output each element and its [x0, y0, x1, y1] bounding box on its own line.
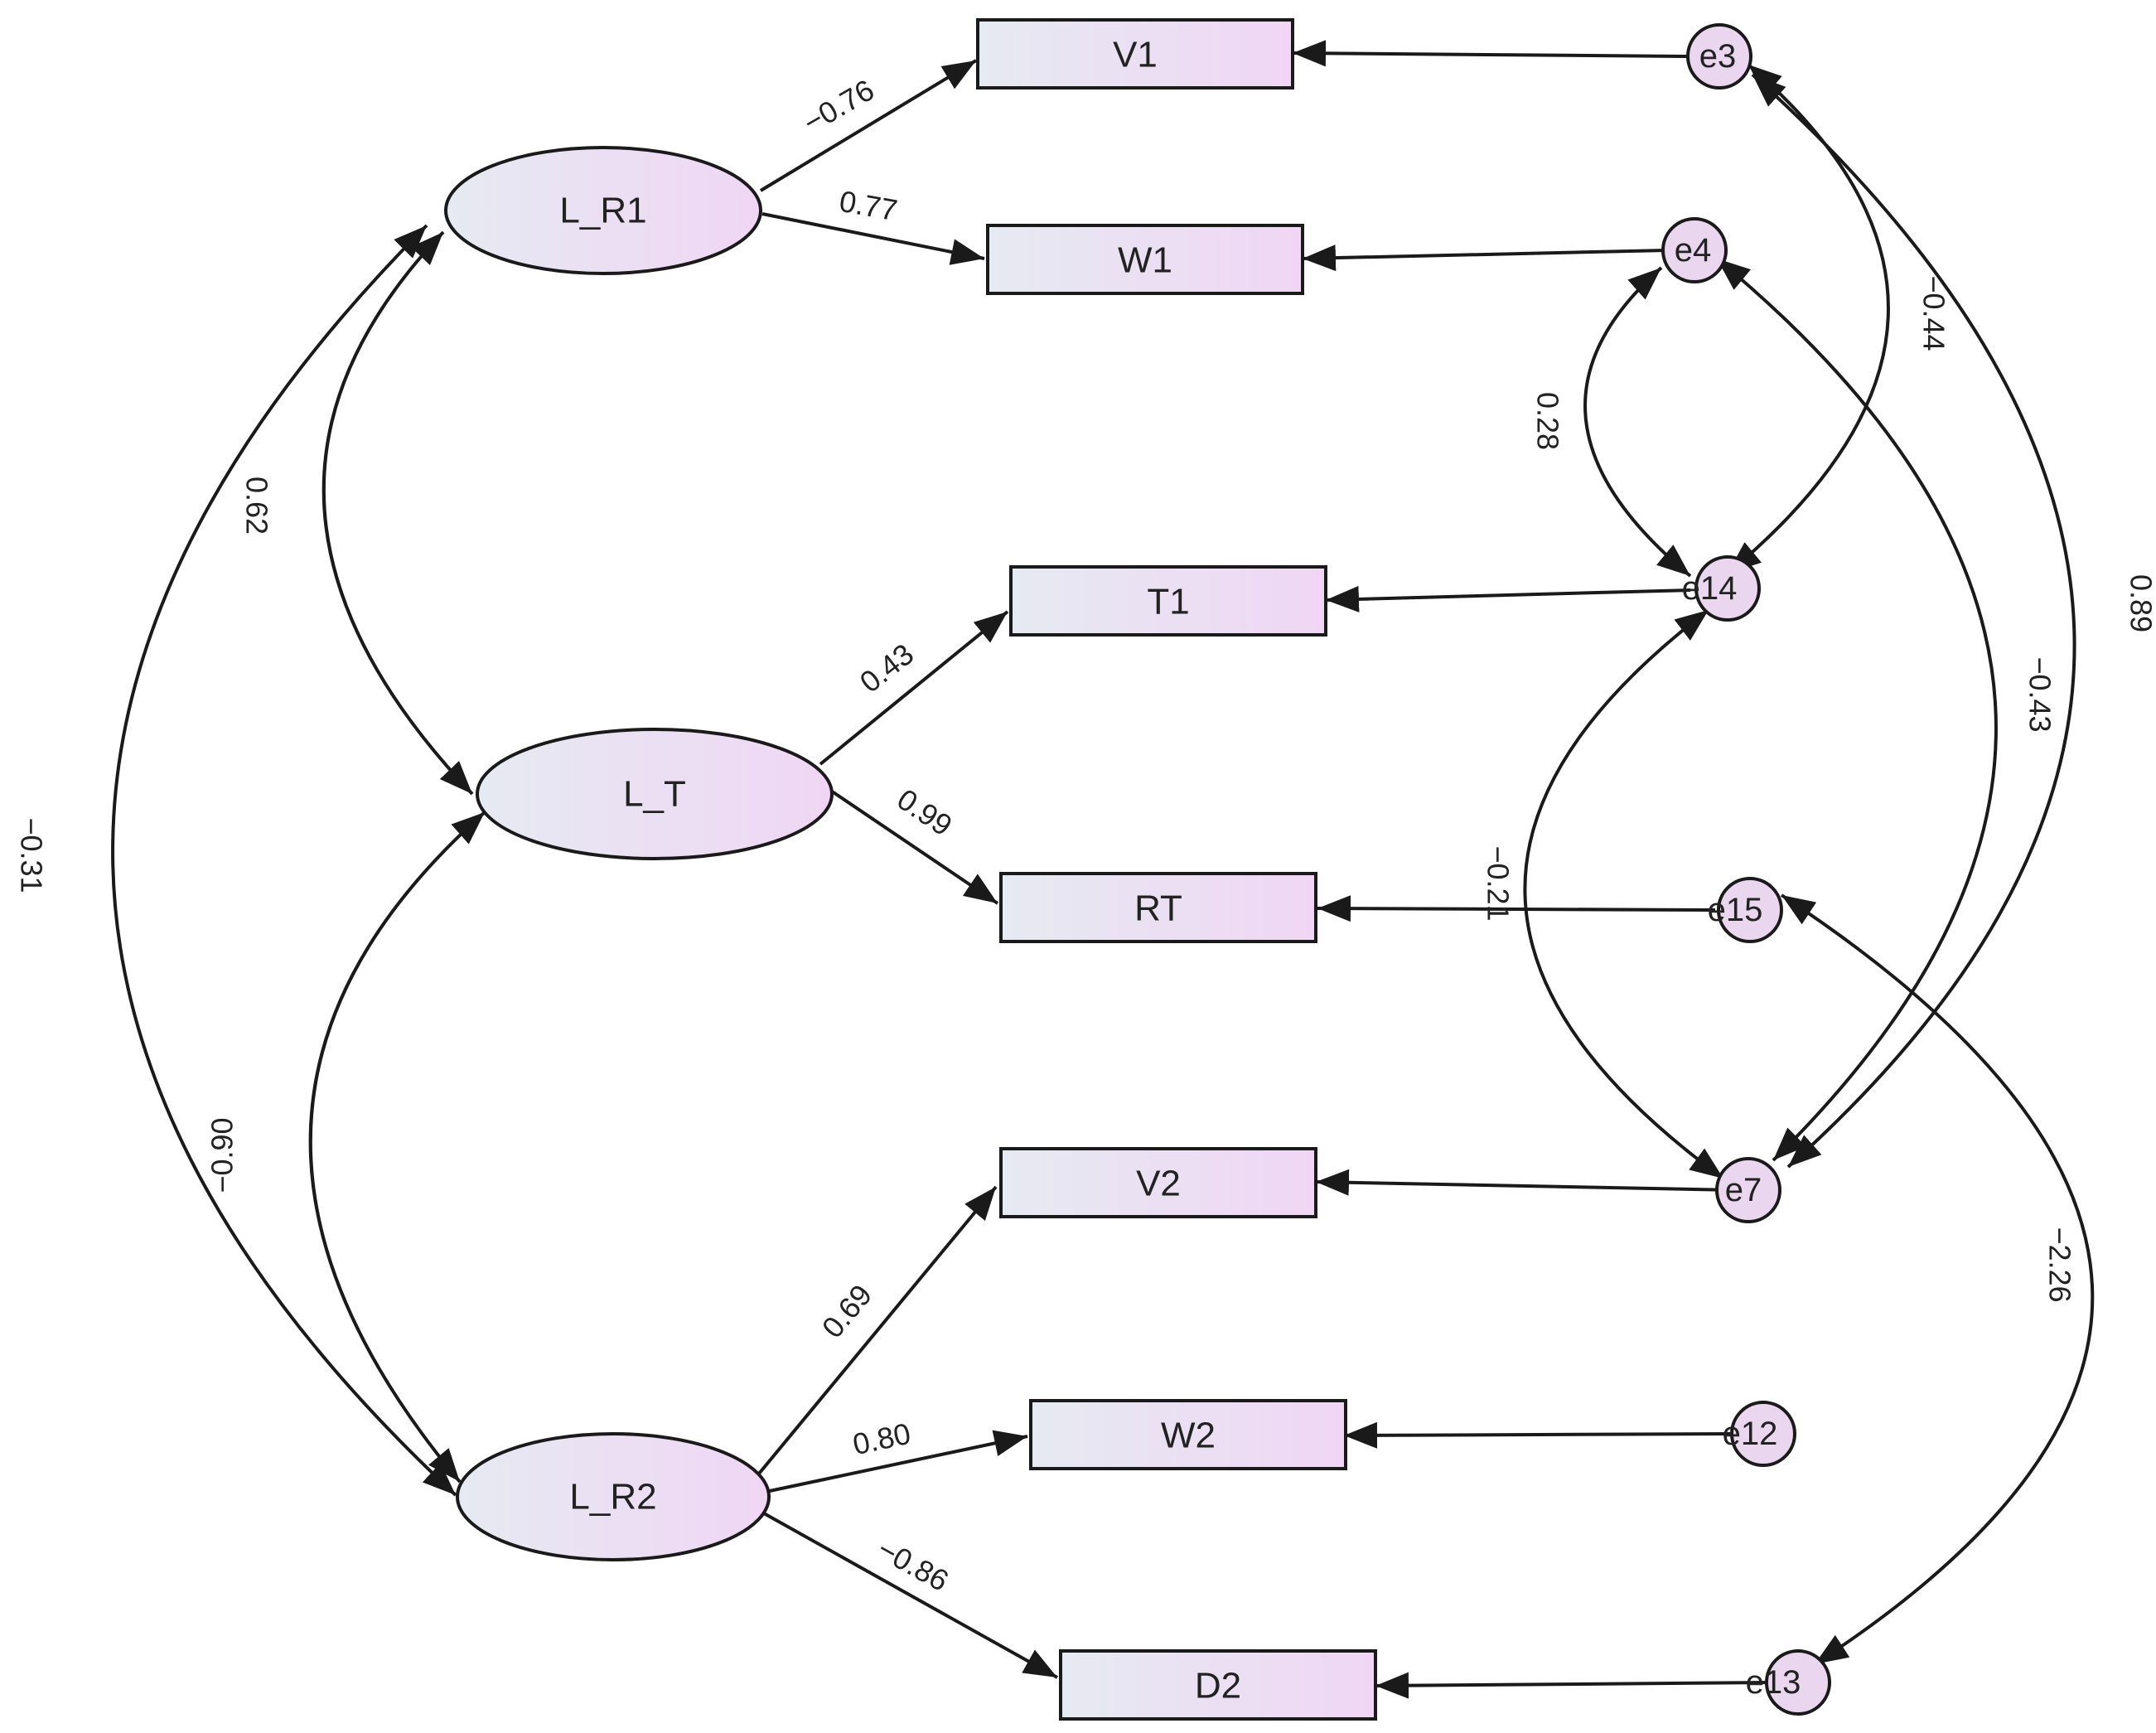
- loading-paths: [757, 59, 1058, 1679]
- observed-T1-label: T1: [1147, 582, 1189, 622]
- observed-W1: W1: [986, 224, 1304, 295]
- latent-L_R2-label: L_R2: [569, 1477, 656, 1518]
- coef-L_R2-W2: 0.80: [849, 1416, 913, 1462]
- path-e13-D2: [1375, 1672, 1774, 1699]
- path-e15-RT: [1317, 895, 1716, 922]
- coef-e4-e7: −0.43: [2023, 656, 2057, 732]
- observed-W2-label: W2: [1161, 1416, 1216, 1456]
- cov-e3-e14: [1726, 63, 1890, 575]
- error-e15-label: e15: [1708, 892, 1763, 928]
- cov-e3-e7: [1751, 73, 2076, 1169]
- cov-e4-e7: [1715, 257, 1998, 1162]
- error-e15: e15: [1708, 877, 1783, 943]
- error-e14-label: e14: [1682, 570, 1738, 607]
- error-e4-label: e4: [1675, 232, 1712, 269]
- coef-L_R1-V1: −0.76: [797, 72, 879, 139]
- observed-V2-label: V2: [1136, 1164, 1181, 1204]
- coef-e3-e14: −0.44: [1917, 275, 1951, 351]
- cov-e14-e7: [1523, 608, 1725, 1180]
- observed-V1-label: V1: [1113, 35, 1158, 75]
- observed-RT: RT: [999, 872, 1317, 943]
- latent-L_T-label: L_T: [623, 774, 686, 815]
- coef-e14-e7: −0.21: [1482, 845, 1515, 921]
- error-e14: e14: [1682, 555, 1761, 622]
- cov-L_R1-L_T: [321, 230, 474, 796]
- observed-variables: V1 W1 T1 RT V2 W2 D2: [976, 18, 1377, 1721]
- coef-e3-e7: 0.89: [2125, 574, 2156, 632]
- error-e12-label: e12: [1723, 1416, 1778, 1452]
- path-e12-W2: [1343, 1421, 1731, 1449]
- coef-e15-e13: −2.26: [2043, 1227, 2077, 1302]
- latent-variables: L_R1 L_T L_R2: [444, 146, 834, 1561]
- observed-W2: W2: [1029, 1399, 1347, 1470]
- path-L_R2-W2: [765, 1430, 1028, 1493]
- observed-W1-label: W1: [1118, 240, 1172, 281]
- error-e3-label: e3: [1699, 38, 1737, 75]
- coef-L_T-RT: 0.99: [891, 782, 958, 842]
- cov-e4-e14: [1583, 266, 1692, 578]
- observed-D2-label: D2: [1195, 1666, 1241, 1706]
- observed-V2: V2: [999, 1147, 1317, 1218]
- error-e3: e3: [1686, 23, 1752, 90]
- coef-L_R1-L_R2: −0.31: [15, 817, 49, 893]
- path-L_T-T1: [819, 610, 1009, 766]
- path-L_R2-V2: [757, 1185, 998, 1475]
- cov-e15-e13: [1780, 893, 2095, 1666]
- path-L_R2-D2: [763, 1512, 1058, 1679]
- observed-D2: D2: [1059, 1649, 1377, 1721]
- latent-L_R1: L_R1: [444, 146, 762, 275]
- observed-RT-label: RT: [1134, 888, 1182, 929]
- latent-L_R1-label: L_R1: [559, 191, 646, 231]
- error-e12: e12: [1723, 1401, 1796, 1467]
- coef-L_R2-D2: −0.86: [872, 1532, 955, 1598]
- path-L_T-RT: [817, 781, 999, 905]
- error-terms: e3 e4 e14 e15 e7 e12 e13: [1661, 23, 1831, 1716]
- cov-L_R1-L_R2: [111, 224, 457, 1497]
- coef-L_R1-L_T: 0.62: [240, 477, 274, 535]
- latent-L_R2: L_R2: [456, 1432, 771, 1561]
- path-e3-V1: [1292, 40, 1687, 67]
- latent-L_T: L_T: [476, 728, 834, 860]
- path-L_R1-W1: [761, 212, 985, 265]
- error-e7: e7: [1715, 1157, 1781, 1223]
- path-e4-W1: [1302, 244, 1668, 272]
- cov-L_T-L_R2: [308, 811, 486, 1484]
- error-paths: [1292, 40, 1774, 1699]
- path-L_R1-V1: [759, 59, 978, 192]
- covariance-curves: [111, 63, 2095, 1666]
- observed-T1: T1: [1009, 565, 1327, 637]
- error-e13: e13: [1746, 1649, 1831, 1716]
- path-e7-V2: [1315, 1169, 1736, 1196]
- error-e13-label: e13: [1746, 1664, 1801, 1701]
- path-e14-T1: [1325, 585, 1691, 612]
- error-e7-label: e7: [1725, 1172, 1762, 1208]
- coef-L_R1-W1: 0.77: [837, 184, 900, 228]
- observed-V1: V1: [976, 18, 1294, 90]
- coef-e4-e14: 0.28: [1531, 392, 1565, 450]
- coef-L_R2-V2: 0.69: [815, 1278, 878, 1344]
- error-e4: e4: [1661, 217, 1728, 283]
- coef-L_T-L_R2: −0.90: [205, 1117, 239, 1193]
